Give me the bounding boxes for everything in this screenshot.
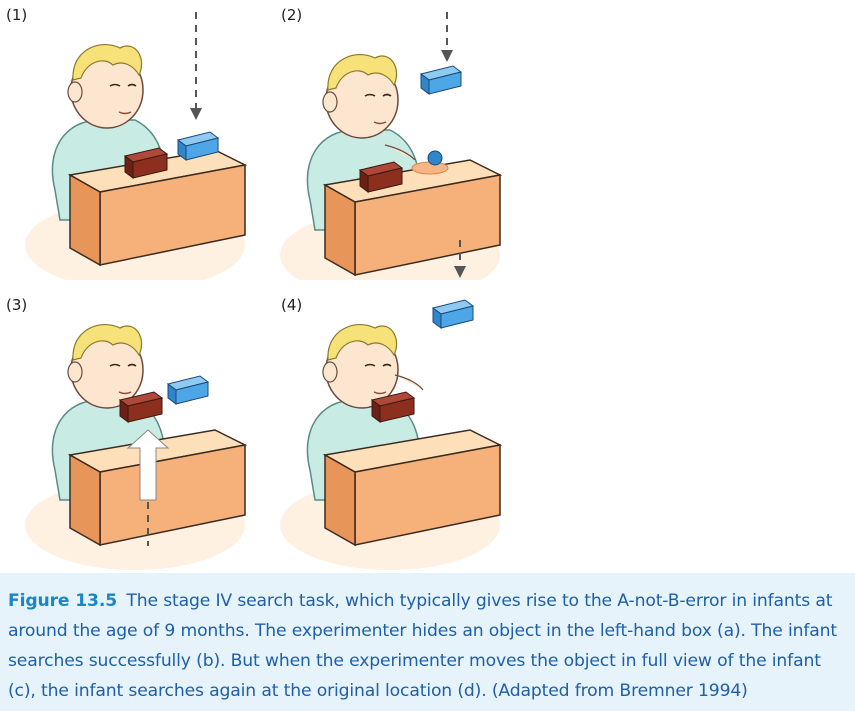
figure-id: Figure 13.5	[8, 591, 118, 611]
figure-caption: Figure 13.5 The stage IV search task, wh…	[8, 586, 853, 706]
scene-1-illustration	[24, 12, 246, 280]
blue-block-icon	[432, 299, 474, 329]
figure-illustration: (1) (2) (3)	[0, 0, 535, 570]
panel-label: (3)	[6, 296, 28, 314]
ball-icon	[427, 150, 443, 166]
scene-4-illustration	[279, 299, 501, 570]
caption-background	[0, 573, 855, 711]
panel-label: (4)	[281, 296, 303, 314]
up-arrow-icon	[126, 429, 170, 501]
caption-text: The stage IV search task, which typicall…	[8, 591, 837, 701]
panel-4: (4)	[275, 290, 535, 570]
blue-block-icon	[420, 65, 462, 95]
panel-label: (1)	[6, 6, 28, 24]
scene-2-illustration	[279, 12, 501, 280]
panel-1: (1)	[0, 0, 260, 280]
panel-3: (3)	[0, 290, 260, 570]
scene-3-illustration	[24, 323, 246, 570]
blue-block-icon	[167, 375, 209, 405]
panel-label: (2)	[281, 6, 303, 24]
panel-2: (2)	[275, 0, 535, 280]
